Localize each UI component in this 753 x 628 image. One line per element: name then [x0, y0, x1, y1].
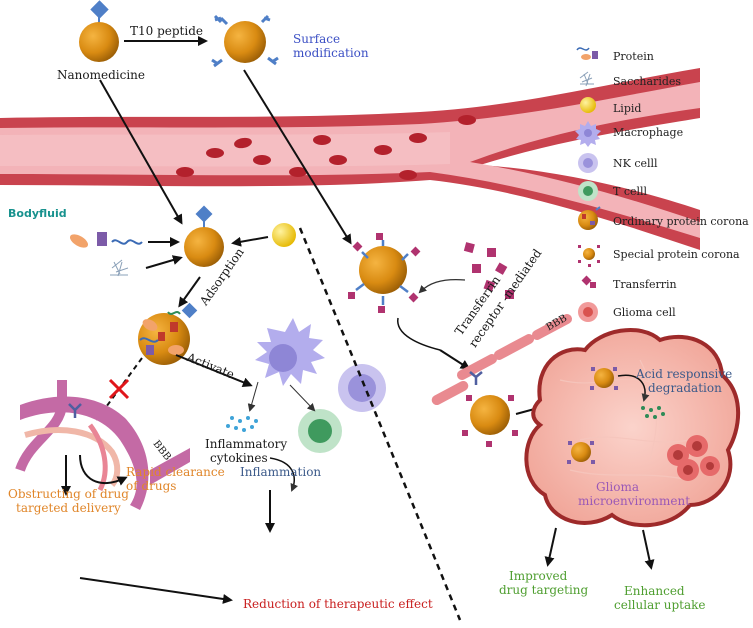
acid-label-2: degradation: [648, 381, 722, 395]
protein-icon: [576, 47, 598, 60]
arrow-enhanced: [642, 529, 655, 570]
improved-label-1: Improved: [509, 569, 568, 583]
transferrin-arrow: [418, 279, 466, 294]
legend-label-glioma-cell: Glioma cell: [613, 306, 676, 319]
biomolecule-inputs: [69, 223, 296, 277]
cytokine-dots: [226, 416, 258, 432]
arrow-to-inflammation: [269, 457, 298, 492]
legend-label-nk-cell: NK celll: [613, 157, 658, 170]
ordinary-protein-corona: [138, 302, 198, 365]
legend-label-saccharides: Saccharides: [613, 75, 682, 88]
arrow-to-bbb-cross: [439, 349, 471, 370]
blood-vessel: [0, 68, 700, 250]
enhanced-label-1: Enhanced: [624, 584, 685, 598]
glioma-particle-2: [567, 441, 595, 464]
special-corona-particle-lower: [462, 395, 518, 447]
legend-label-transferrin: Transferrin: [613, 278, 677, 291]
degradation-arrow: [617, 374, 650, 402]
nk-cell-icon: [578, 153, 598, 173]
acid-label-1: Acid responsive: [636, 367, 733, 381]
glioma-label-2: microenvironment: [578, 494, 691, 508]
reduction-label: Reduction of therapeutic effect: [243, 597, 433, 611]
red-blood-cells: [176, 115, 476, 180]
special-protein-corona-icon: [578, 245, 600, 267]
transferrin-cluster: [463, 242, 514, 299]
legend-label-lipid: Lipid: [613, 102, 642, 115]
inflammatory-label-1: Inflammatory: [205, 437, 288, 451]
arrow-adsorption: [178, 276, 201, 308]
improved-label-2: drug targeting: [499, 583, 589, 597]
divider-line: [298, 227, 462, 621]
legend-icons: [575, 47, 601, 322]
rapid-clearance-label-2: of drugs: [126, 479, 177, 493]
glioma-label-1: Glioma: [596, 480, 640, 494]
obstructing-label-1: Obstructing of drug: [8, 487, 129, 501]
arrow-to-special-corona: [243, 69, 352, 245]
legend-label-protein: Protein: [613, 50, 654, 63]
legend-label-t-cell: T celll: [613, 185, 648, 198]
left-bbb-vessel: [15, 380, 190, 510]
transferrin-icon: [581, 275, 596, 288]
arrow-to-adsorption: [99, 79, 183, 225]
t-cell: [298, 409, 342, 453]
arrow-improved: [544, 527, 557, 567]
degradation-dots: [641, 406, 665, 419]
inflammatory-label-2: cytokines: [210, 451, 268, 465]
t-cell-icon: [578, 181, 598, 201]
ordinary-protein-corona-icon: [578, 206, 601, 230]
legend-label-ordinary-corona: Ordinary protein corona: [613, 215, 749, 228]
t10-peptide-label: T10 peptide: [130, 24, 203, 38]
glioma-particle-1: [590, 367, 618, 390]
arrow-to-rapid: [79, 454, 128, 486]
block-x-icon: [108, 378, 130, 400]
glioma-cells: [667, 435, 720, 481]
special-corona-particle: [348, 233, 421, 313]
legend-label-special-corona: Special protein corona: [613, 248, 740, 261]
activate-arrow: [175, 354, 253, 388]
saccharides-icon: [579, 71, 594, 87]
nanomedicine-particle: [79, 0, 119, 62]
enhanced-label-2: cellular uptake: [614, 598, 706, 612]
arrow-saccharides: [145, 255, 183, 269]
macrophage-icon: [575, 121, 601, 147]
arrow-obstruct-to-reduction: [79, 577, 233, 604]
arrow-lipid: [231, 236, 269, 247]
arrow-to-cytokines: [247, 381, 259, 412]
legend-label-macrophage: Macrophage: [613, 126, 684, 139]
nanomedicine-label: Nanomedicine: [57, 68, 145, 82]
curve-to-bbb: [397, 317, 441, 351]
macrophage-cell: [255, 318, 325, 386]
inflammation-label: Inflammation: [240, 465, 322, 479]
surface-modified-particle: [211, 14, 279, 68]
arrow-to-t-cell: [289, 384, 316, 412]
surface-label-1: Surface: [293, 32, 341, 46]
lipid-icon: [580, 97, 596, 113]
right-bbb-cells: [431, 314, 573, 406]
surface-label-2: modification: [293, 46, 369, 60]
obstructing-label-2: targeted delivery: [16, 501, 121, 515]
rapid-clearance-label-1: Rapid clearance: [126, 465, 225, 479]
nk-cell: [338, 364, 386, 412]
adsorption-particle: [184, 205, 224, 267]
bodyfluid-label: Bodyfluid: [8, 207, 67, 220]
glioma-tumor: [524, 327, 741, 528]
glioma-cell-icon: [578, 302, 598, 322]
